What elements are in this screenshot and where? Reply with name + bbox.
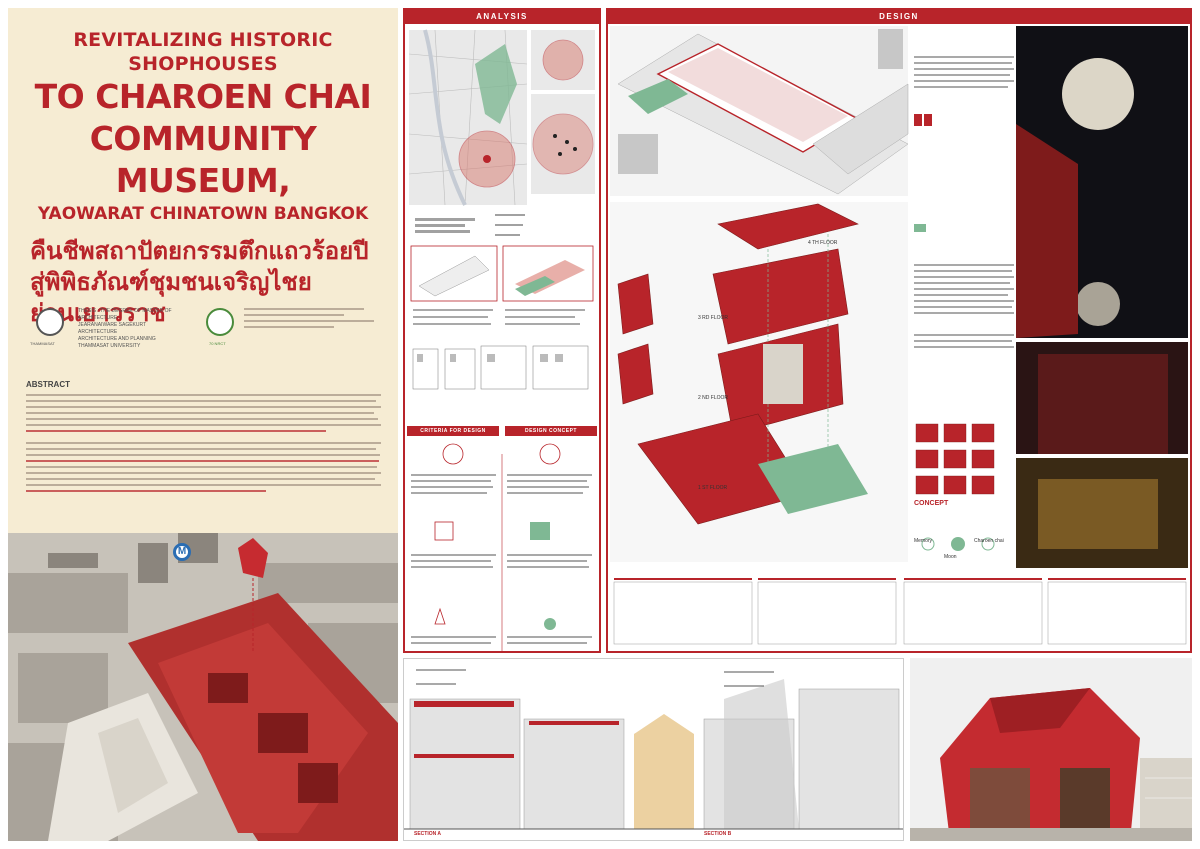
- thai-title-line-2: สู่พิพิธภัณฑ์ชุมชนเจริญไชย: [30, 268, 312, 296]
- title-line-4: YAOWARAT CHINATOWN BANGKOK: [37, 204, 369, 224]
- thai-title: คืนชีพสถาปัตยกรรมตึกแถวร้อยปี สู่พิพิธภั…: [26, 236, 380, 329]
- exterior-render: [910, 658, 1192, 841]
- floor-3-label: 3 RD FLOOR: [698, 315, 729, 321]
- title-panel: REVITALIZING HISTORIC SHOPHOUSES TO CHAR…: [8, 8, 398, 841]
- concept-place: Charoen chai: [974, 538, 1004, 544]
- seal-caption: THAMMASAT: [30, 341, 55, 346]
- title-line-3: COMMUNITY MUSEUM,: [89, 119, 317, 200]
- aerial-photo-drawing: [8, 533, 398, 841]
- anniversary-badge-icon: [206, 308, 234, 336]
- design-drawings: [610, 26, 1190, 651]
- badge-caption: 70 NRCT: [209, 341, 226, 346]
- sponsor-info: [244, 308, 379, 332]
- author-info: THAMMASAT THESIS : THE DEGREE OF MASTER …: [26, 308, 381, 358]
- abstract-heading: ABSTRACT: [26, 380, 70, 389]
- title-block: REVITALIZING HISTORIC SHOPHOUSES TO CHAR…: [8, 8, 398, 329]
- title-line-1: REVITALIZING HISTORIC SHOPHOUSES: [73, 29, 333, 75]
- thesis-info: THESIS : THE DEGREE OF MASTER OF ARCHITE…: [78, 308, 198, 350]
- metro-station-icon: M: [173, 543, 191, 561]
- section-b-label: SECTION B: [704, 831, 732, 837]
- section-a-label: SECTION A: [414, 831, 442, 837]
- faculty-name: ARCHITECTURE: [78, 329, 118, 335]
- exterior-render-drawing: [910, 658, 1192, 841]
- faculty-name-2: ARCHITECTURE AND PLANNING: [78, 336, 156, 342]
- author-name: JEARANAIWARE SAGEKURT: [78, 322, 147, 328]
- abstract-text-block: [26, 394, 381, 526]
- title-line-2: TO CHAROEN CHAI: [34, 77, 372, 116]
- design-header: DESIGN: [608, 10, 1190, 24]
- aerial-photo: M: [8, 533, 398, 841]
- analysis-panel: ANALYSIS: [403, 8, 601, 653]
- floor-2-label: 2 ND FLOOR: [698, 395, 729, 401]
- university-seal-icon: [36, 308, 64, 336]
- concept-title: CONCEPT: [914, 500, 949, 507]
- analysis-header: ANALYSIS: [405, 10, 599, 24]
- floor-1-label: 1 ST FLOOR: [698, 485, 728, 491]
- sections-drawing: [404, 659, 903, 840]
- thai-title-line-1: คืนชีพสถาปัตยกรรมตึกแถวร้อยปี: [30, 237, 369, 265]
- university-name: THAMMASAT UNIVERSITY: [78, 343, 141, 349]
- analysis-drawings: [408, 29, 595, 651]
- concept-header: DESIGN CONCEPT: [505, 426, 597, 436]
- concept-memory: Memory: [914, 538, 933, 544]
- concept-moon: Moon: [944, 554, 957, 560]
- thesis-degree: THESIS : THE DEGREE OF MASTER OF ARCHITE…: [78, 308, 172, 321]
- floor-4-label: 4 TH FLOOR: [808, 240, 838, 246]
- criteria-header: CRITERIA FOR DESIGN: [407, 426, 499, 436]
- sections-panel: SECTION A SECTION B: [403, 658, 904, 841]
- design-panel: DESIGN: [606, 8, 1192, 653]
